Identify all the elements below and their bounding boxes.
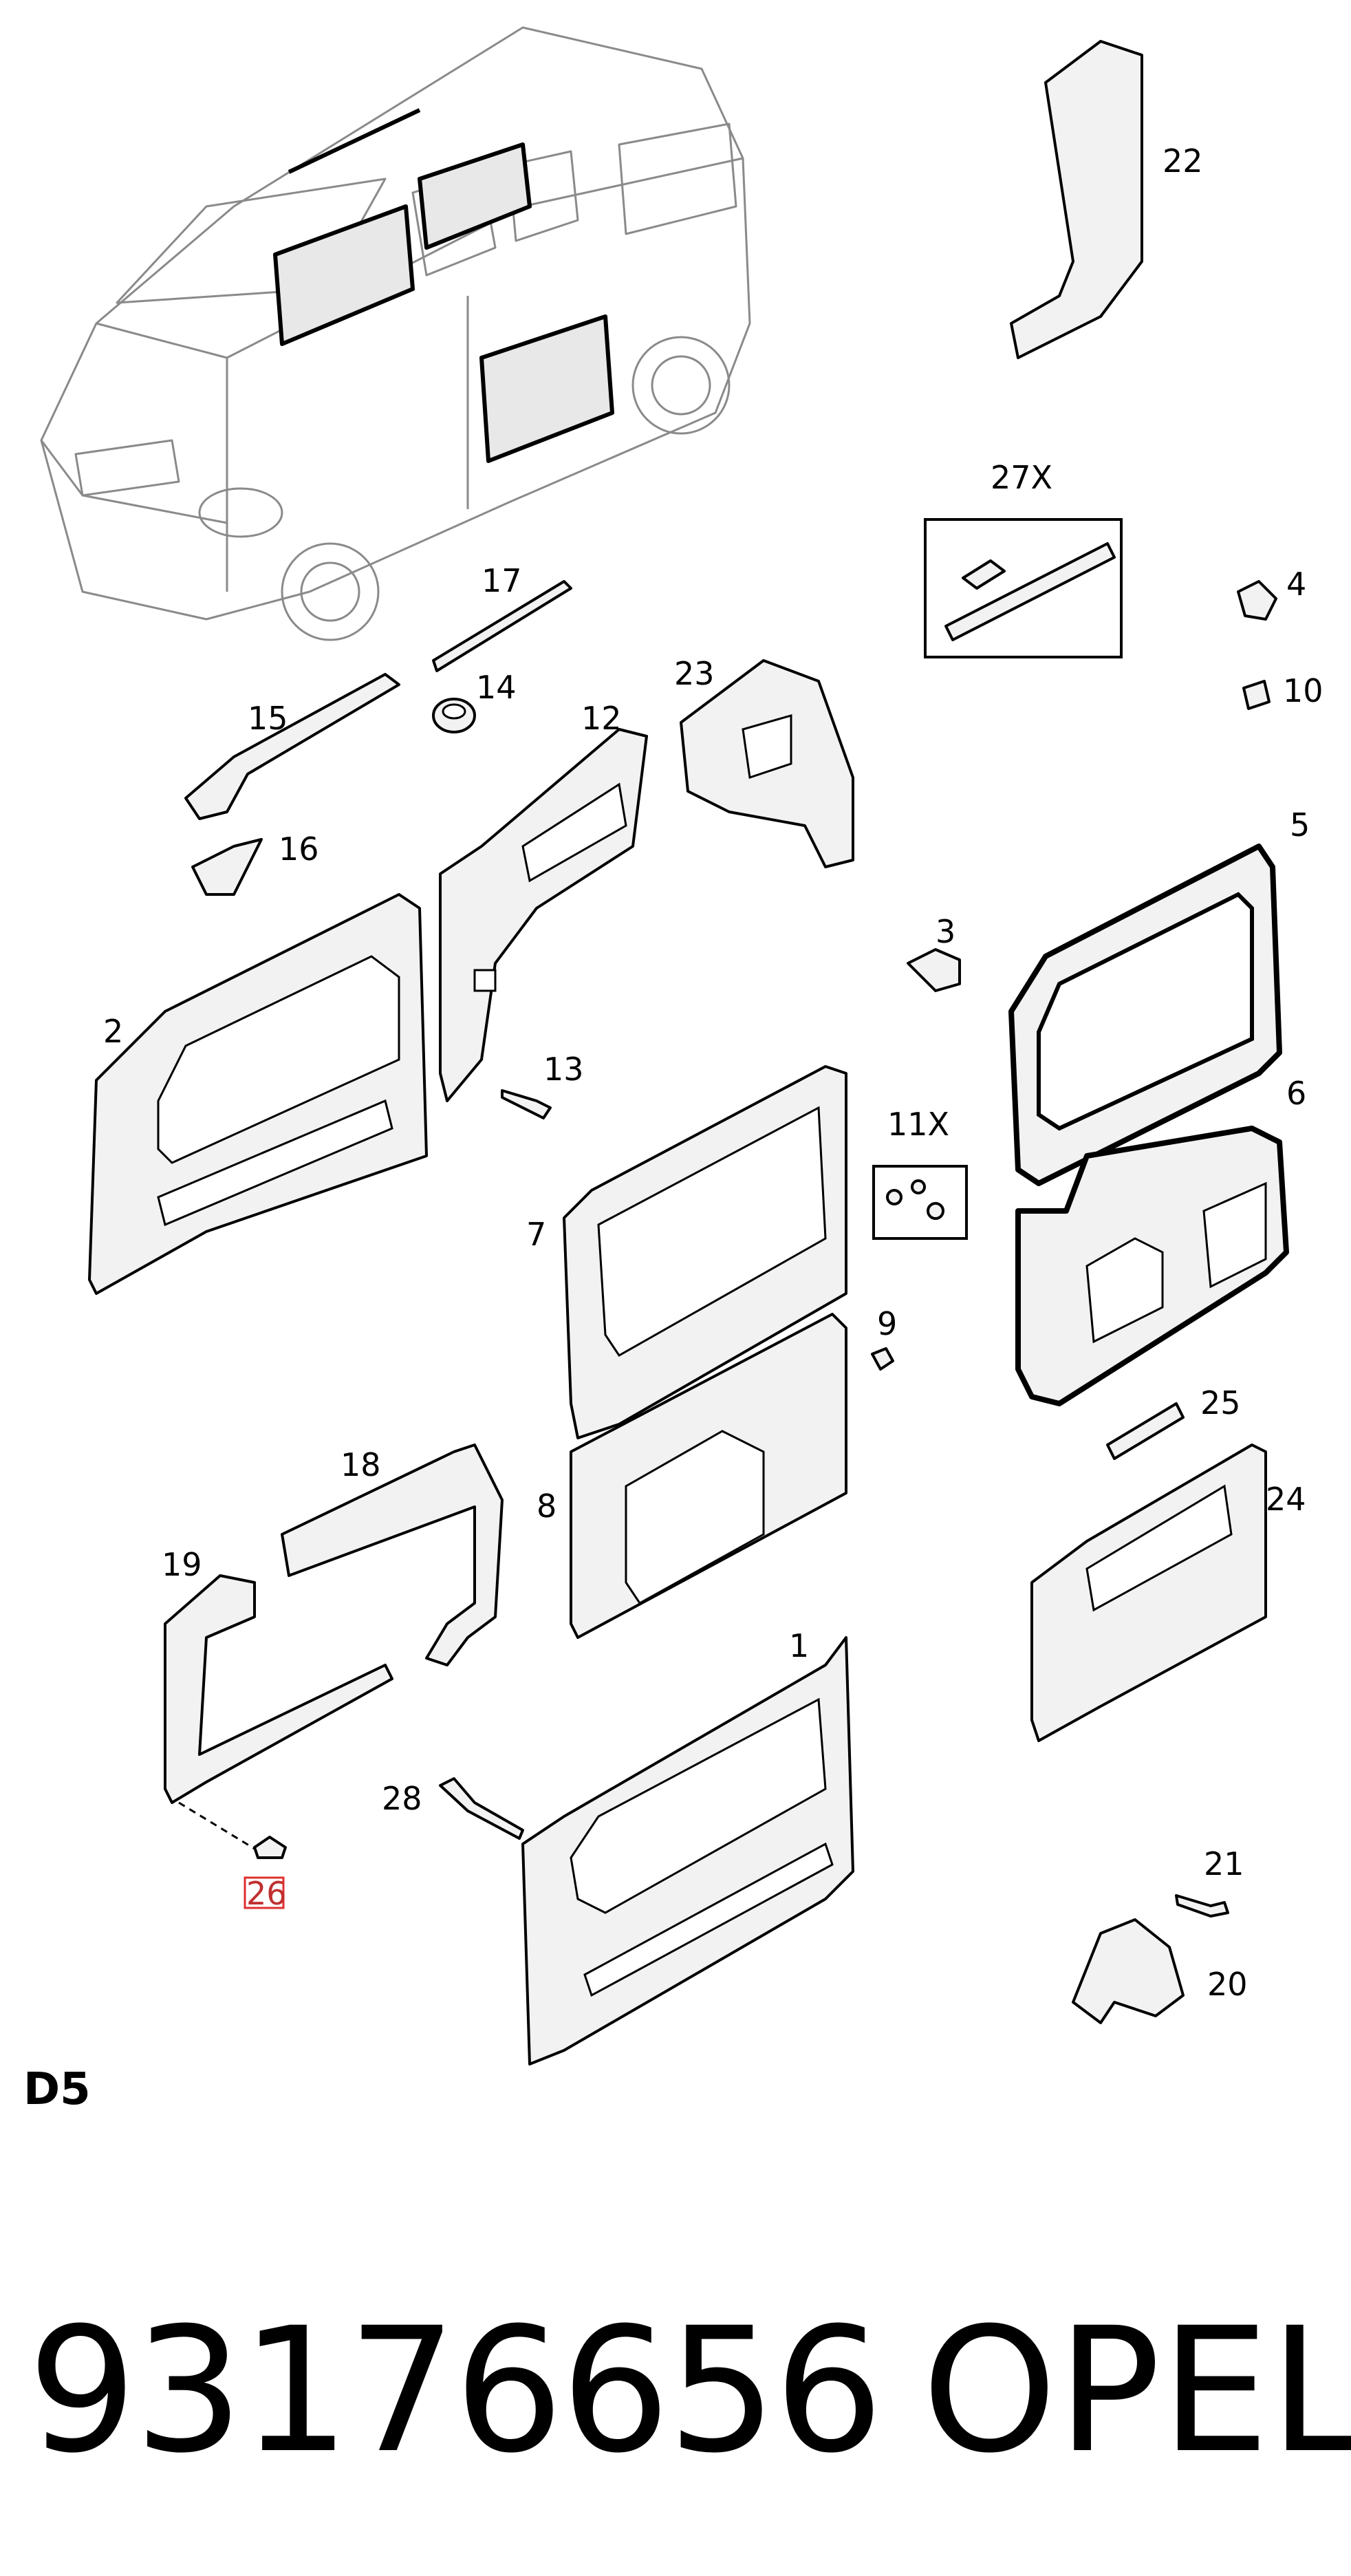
callout-18: 18 bbox=[341, 1446, 381, 1483]
part-21-screw bbox=[1175, 1894, 1229, 1918]
part-6-rear-panel bbox=[1015, 1126, 1289, 1406]
callout-20: 20 bbox=[1207, 1966, 1248, 2003]
callout-5: 5 bbox=[1290, 806, 1310, 844]
diagram-section-code: D5 bbox=[23, 2064, 91, 2115]
part-1-side-panel bbox=[521, 1636, 854, 2065]
part-23-rear-panel bbox=[680, 659, 854, 868]
van-overview-illustration bbox=[40, 26, 751, 641]
callout-23: 23 bbox=[674, 655, 715, 692]
part-24-rear-side-panel bbox=[1030, 1443, 1267, 1742]
part-9-clip bbox=[871, 1347, 894, 1371]
part-26-clip bbox=[178, 1801, 287, 1859]
callout-11x: 11X bbox=[887, 1106, 949, 1143]
callout-28: 28 bbox=[382, 1780, 422, 1817]
callout-17: 17 bbox=[482, 562, 522, 599]
callout-13: 13 bbox=[543, 1051, 584, 1088]
part-2-side-panel bbox=[88, 893, 428, 1295]
part-8-door-lower-panel bbox=[570, 1313, 847, 1639]
callout-14: 14 bbox=[476, 669, 517, 706]
part-3-clip bbox=[907, 948, 961, 992]
callout-1: 1 bbox=[789, 1627, 809, 1664]
callout-2: 2 bbox=[103, 1013, 123, 1050]
callout-24: 24 bbox=[1266, 1481, 1306, 1518]
part-5-window-seal bbox=[1008, 844, 1282, 1186]
part-25-strip bbox=[1106, 1402, 1185, 1460]
callout-19: 19 bbox=[162, 1546, 202, 1583]
part-11x-fasteners bbox=[886, 1179, 944, 1220]
callout-3: 3 bbox=[936, 913, 955, 950]
part-27x-rail bbox=[944, 542, 1116, 641]
part-10-grommet bbox=[1242, 680, 1271, 710]
callout-26: 26 bbox=[246, 1875, 287, 1912]
part-28-bolt bbox=[439, 1777, 524, 1840]
part-number: 93176656 bbox=[28, 2290, 883, 2491]
kit-box-11x bbox=[872, 1165, 968, 1240]
callout-22: 22 bbox=[1163, 142, 1203, 180]
part-12-side-panel bbox=[439, 728, 648, 1102]
callout-12: 12 bbox=[581, 700, 622, 737]
part-22-pillar-trim bbox=[1010, 40, 1143, 359]
part-7-door-panel bbox=[563, 1065, 847, 1439]
callout-15: 15 bbox=[248, 700, 288, 737]
part-16-end-cap bbox=[191, 838, 263, 896]
brand-name: OPEL bbox=[922, 2290, 1351, 2491]
part-17-strip bbox=[432, 580, 572, 672]
callout-7: 7 bbox=[526, 1216, 546, 1253]
kit-box-27x bbox=[924, 518, 1123, 658]
callout-8: 8 bbox=[537, 1488, 556, 1525]
callout-27x: 27X bbox=[991, 459, 1052, 496]
part-15-sill-trim bbox=[184, 673, 400, 820]
part-19-lower-trim bbox=[164, 1574, 393, 1804]
part-20-bracket bbox=[1072, 1918, 1185, 2024]
part-4-clip bbox=[1237, 580, 1277, 621]
callout-25: 25 bbox=[1200, 1384, 1241, 1421]
part-14-plug bbox=[432, 698, 476, 733]
callout-10: 10 bbox=[1283, 672, 1323, 709]
part-13-screw bbox=[501, 1089, 552, 1119]
callout-4: 4 bbox=[1286, 566, 1306, 603]
callout-9: 9 bbox=[877, 1305, 897, 1342]
callout-21: 21 bbox=[1204, 1845, 1244, 1882]
callout-16: 16 bbox=[279, 830, 319, 868]
highlight-box-26 bbox=[244, 1876, 285, 1909]
part-18-retainer bbox=[281, 1443, 504, 1666]
callout-6: 6 bbox=[1286, 1075, 1306, 1112]
